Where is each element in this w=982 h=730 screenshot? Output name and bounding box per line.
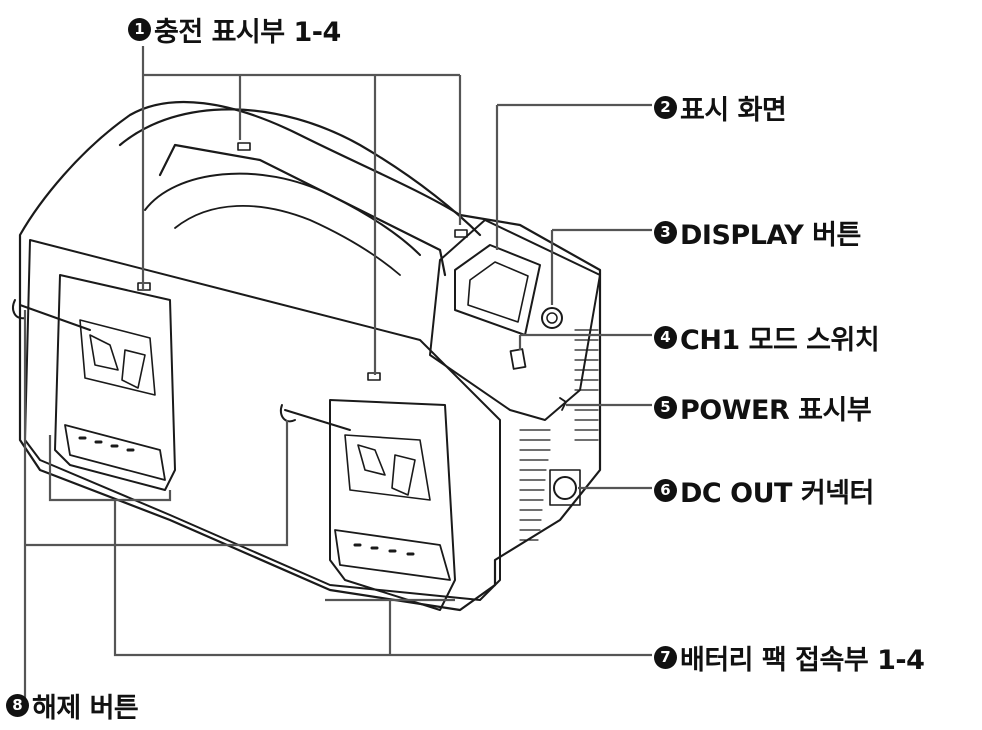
charge-indicator-2 (237, 142, 251, 151)
callout-charge-indicator: 1 충전 표시부 1-4 (128, 10, 341, 49)
callout-label: CH1 모드 스위치 (680, 325, 880, 356)
callout-number-badge: 7 (654, 646, 677, 669)
callout-number-badge: 2 (654, 96, 677, 119)
charger-handle (118, 108, 482, 237)
callout-power-indicator: 5 POWER 표시부 (654, 388, 872, 427)
callout-label: 해제 버튼 (32, 693, 139, 724)
callout-label: POWER 표시부 (680, 395, 872, 426)
display-screen (454, 244, 541, 336)
callout-number-badge: 1 (128, 18, 151, 41)
callout-label: 표시 화면 (680, 95, 787, 126)
callout-number-badge: 4 (654, 326, 677, 349)
battery-mount-right (329, 399, 456, 611)
callout-display-button: 3 DISPLAY 버튼 (654, 213, 861, 252)
power-indicator (559, 397, 567, 411)
leader-ch1-switch (518, 333, 652, 350)
callout-display-screen: 2 표시 화면 (654, 88, 787, 127)
charger-body-outline (18, 100, 602, 612)
callout-number-badge: 5 (654, 396, 677, 419)
callout-number-badge: 8 (6, 694, 29, 717)
callout-label: DISPLAY 버튼 (680, 220, 861, 251)
leader-release-button (23, 310, 289, 700)
callout-ch1-switch: 4 CH1 모드 스위치 (654, 318, 880, 357)
leader-display-button (550, 228, 652, 305)
dc-out-connector (553, 476, 577, 500)
charger-front-face (24, 239, 501, 601)
control-panel (429, 219, 601, 421)
display-button (541, 307, 563, 329)
battery-mount-left (54, 274, 176, 491)
callout-release-button: 8 해제 버튼 (6, 686, 139, 725)
charge-indicator-4 (454, 229, 468, 238)
callout-number-badge: 3 (654, 221, 677, 244)
callout-battery-mount: 7 배터리 팩 접속부 1-4 (654, 638, 925, 677)
ch1-mode-switch (509, 348, 527, 370)
callout-label: DC OUT 커넥터 (680, 478, 874, 509)
leader-display-screen (495, 103, 652, 250)
callout-label: 충전 표시부 1-4 (154, 17, 341, 48)
leader-charge-indicators (141, 46, 462, 375)
leader-battery-mount (48, 435, 652, 657)
callout-label: 배터리 팩 접속부 1-4 (680, 645, 925, 676)
callout-dc-out: 6 DC OUT 커넥터 (654, 471, 874, 510)
callout-number-badge: 6 (654, 479, 677, 502)
